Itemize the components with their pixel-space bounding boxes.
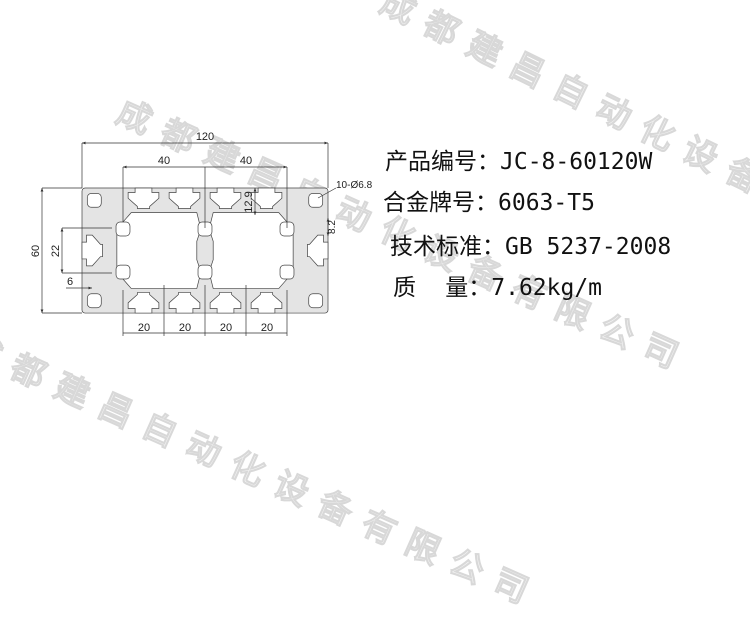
dim-slot-depth: 12.9: [243, 191, 255, 212]
spec-value: 6063-T5: [498, 190, 595, 216]
dim-holes: 10-Ø6.8: [336, 180, 373, 191]
dim-slot-opening: 8.2: [327, 220, 338, 234]
dim-height: 60: [30, 245, 42, 257]
hole: [197, 264, 213, 280]
hole: [115, 221, 131, 237]
spec-weight: 质 量：7.62kg/m: [393, 268, 602, 302]
dim-bottom-pitch: 20: [261, 322, 273, 334]
dim-pitch-right: 40: [240, 155, 252, 167]
t-slot: [127, 292, 160, 314]
dim-side-slot: 22: [50, 245, 62, 257]
t-slot: [168, 292, 201, 314]
dimension-lines: [40, 141, 337, 336]
hole: [86, 192, 102, 208]
hole: [86, 293, 102, 309]
dim-bottom-pitch: 20: [179, 322, 191, 334]
spec-label: 产品编号：: [385, 149, 500, 175]
profile-drawing: 120 40 40 60 22 6 12.9 8.2 10-Ø6.8 20 20…: [30, 131, 373, 336]
spec-value: GB 5237-2008: [505, 234, 672, 260]
t-slot: [127, 187, 160, 209]
hole: [115, 264, 131, 280]
hole: [308, 293, 324, 309]
hole: [279, 264, 295, 280]
dim-overall-width: 120: [196, 131, 214, 143]
dim-wall: 6: [67, 276, 73, 288]
spec-label: 技术标准：: [390, 234, 505, 260]
spec-alloy: 合金牌号：6063-T5: [383, 183, 595, 217]
dim-bottom-pitch: 20: [138, 322, 150, 334]
t-slot: [307, 234, 329, 267]
spec-label: 合金牌号：: [383, 190, 498, 216]
spec-value: JC-8-60120W: [500, 149, 653, 175]
t-slot: [81, 234, 103, 267]
spec-product-code: 产品编号：JC-8-60120W: [385, 142, 652, 176]
t-slot: [209, 187, 242, 209]
spec-standard: 技术标准：GB 5237-2008: [390, 227, 671, 261]
t-slot: [250, 187, 283, 209]
spec-value: 7.62kg/m: [491, 275, 603, 301]
hole: [308, 192, 324, 208]
dim-pitch-left: 40: [158, 155, 170, 167]
t-slot: [168, 187, 201, 209]
dim-bottom-pitch: 20: [220, 322, 232, 334]
profile-cross-section: [81, 187, 329, 314]
spec-label: 质 量：: [393, 275, 492, 301]
t-slot: [250, 292, 283, 314]
t-slot: [209, 292, 242, 314]
